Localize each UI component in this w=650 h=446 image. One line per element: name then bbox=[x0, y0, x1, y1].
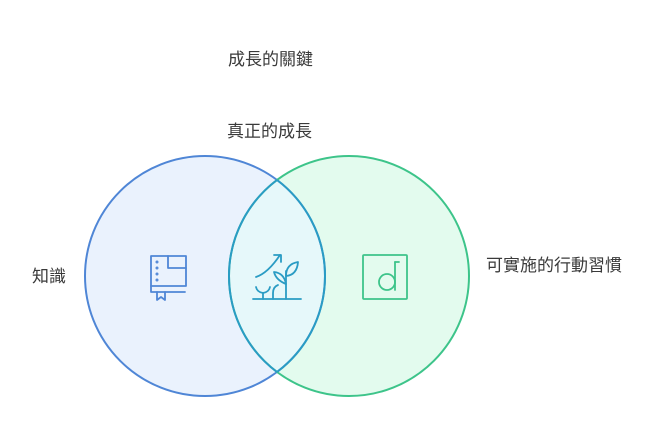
habit-d-icon bbox=[362, 254, 408, 300]
sprout-growth-icon bbox=[252, 254, 302, 300]
right-set-label: 可實施的行動習慣 bbox=[486, 256, 622, 276]
book-icon bbox=[150, 255, 187, 301]
left-set-label: 知識 bbox=[32, 267, 66, 287]
diagram-title: 成長的關鍵 bbox=[228, 50, 313, 70]
intersection-region bbox=[229, 156, 325, 396]
intersection-outline-right bbox=[276, 179, 326, 373]
intersection-label: 真正的成長 bbox=[227, 122, 312, 142]
intersection-outline-left bbox=[228, 179, 278, 373]
